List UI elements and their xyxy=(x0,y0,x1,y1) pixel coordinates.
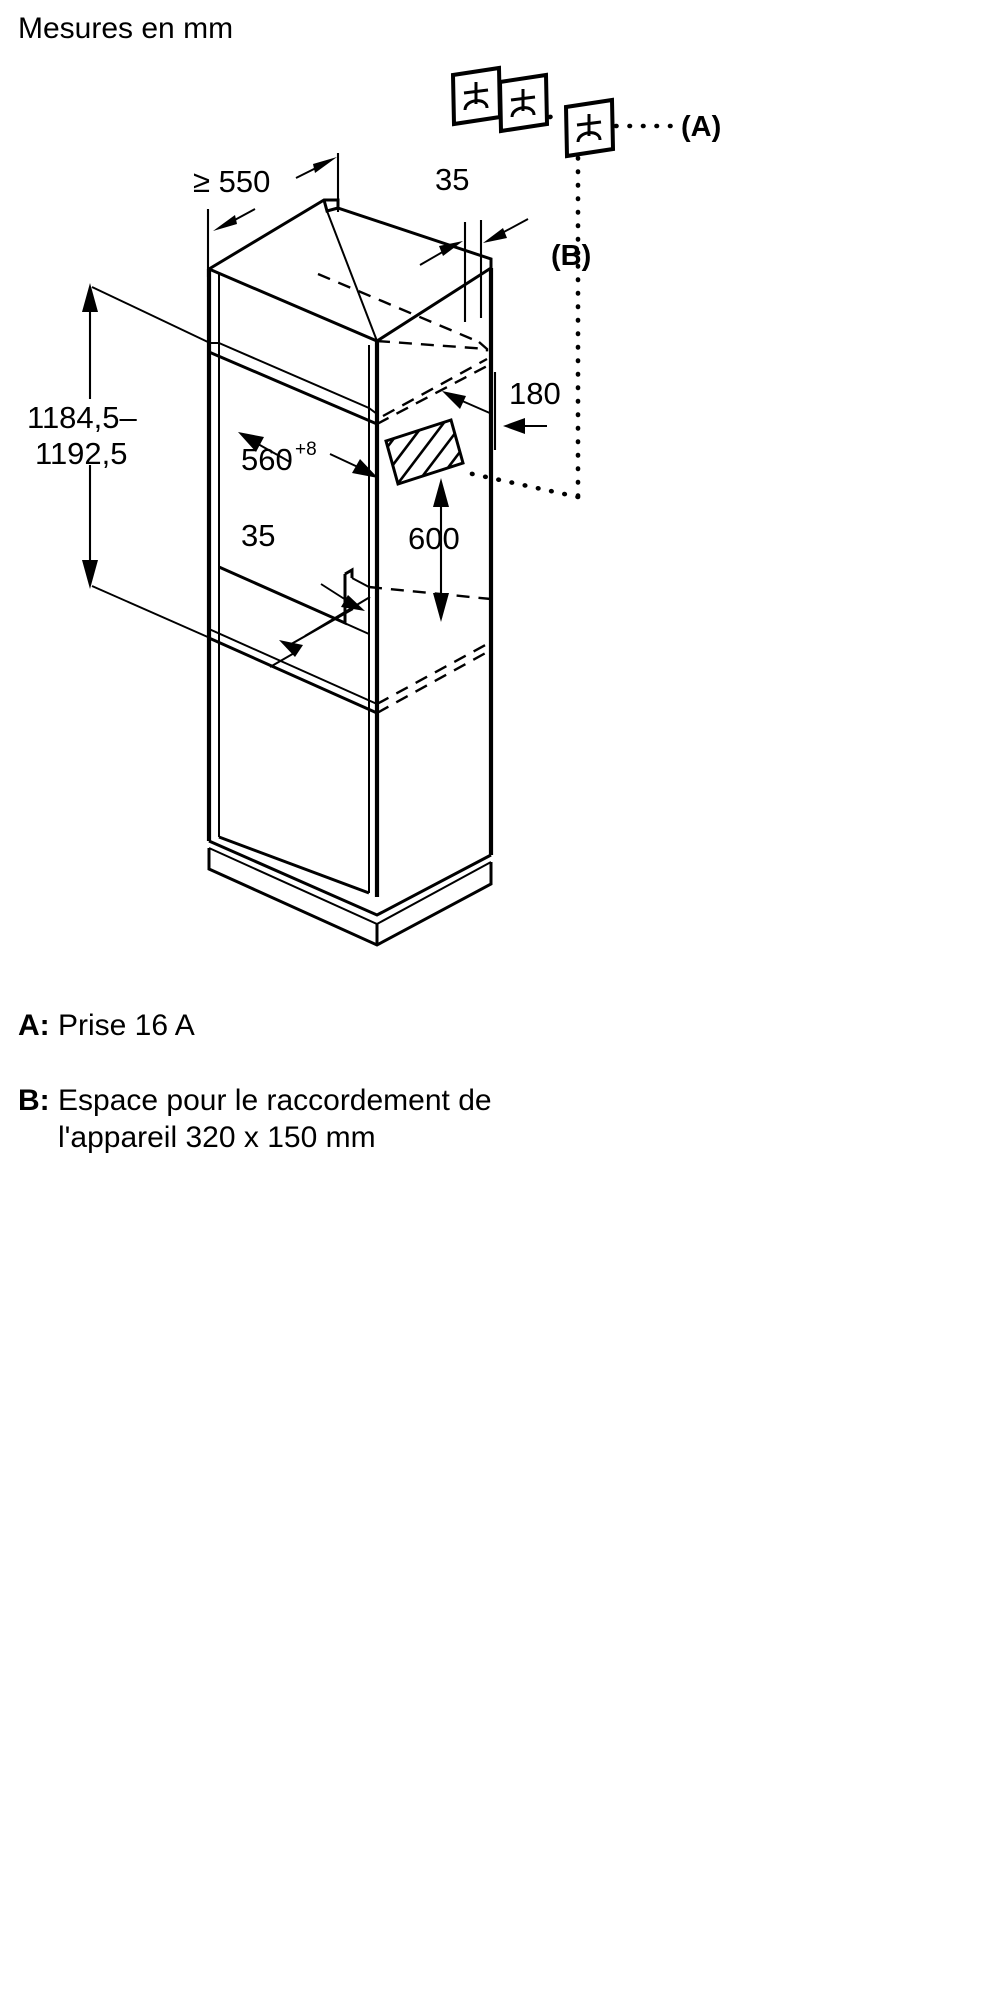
hidden-edge-upper-shelf xyxy=(382,357,488,418)
lower-back-bottom-edge xyxy=(218,835,370,895)
upper-shelf-right-thickness xyxy=(368,407,378,415)
upper-shelf-back-edge xyxy=(218,342,370,409)
dimension-label-560-superscript: +8 xyxy=(295,439,317,460)
dimension-width-560: 560 +8 xyxy=(238,432,378,478)
dimension-600: 600 xyxy=(408,478,460,622)
dimension-label-560: 560 xyxy=(241,442,293,477)
dimension-thickness-35-top: 35 xyxy=(419,162,529,322)
schuko-socket-icon-2 xyxy=(497,72,550,134)
cabinet-top-notch xyxy=(322,199,339,213)
middle-shelf-front-edge xyxy=(208,636,378,715)
dimension-label-35-mid: 35 xyxy=(241,518,275,553)
oven-base-support-link xyxy=(351,577,370,588)
dimension-label-height-line1: 1184,5– xyxy=(27,400,138,435)
oven-base-support-notch xyxy=(344,567,354,578)
hidden-edge-top-back xyxy=(317,272,480,344)
schuko-socket-icon-3 xyxy=(563,97,616,159)
schuko-socket-icon-1 xyxy=(450,65,503,127)
socket-symbol-group xyxy=(450,65,675,500)
cabinet-top-back-edge xyxy=(326,210,378,342)
dimension-180: 180 xyxy=(442,372,561,450)
hidden-edge-middle-shelf-1 xyxy=(376,641,490,706)
dimension-label-600: 600 xyxy=(408,521,460,556)
hidden-edge-middle-shelf-2 xyxy=(376,648,492,715)
cabinet-isometric-body xyxy=(206,198,494,947)
hidden-edge-upper-shelf-2 xyxy=(376,363,490,426)
dimension-label-height-line2: 1192,5 xyxy=(35,436,128,471)
hidden-edge-top-diag xyxy=(376,339,488,351)
plinth-outline xyxy=(207,848,493,947)
socket-link-dots xyxy=(547,111,565,120)
cabinet-bottom-front-edge xyxy=(208,839,492,917)
reference-label-b: (B) xyxy=(551,240,591,272)
oven-base-support xyxy=(218,565,347,626)
dimension-label-180: 180 xyxy=(509,376,561,411)
hidden-edge-top-right xyxy=(478,341,489,359)
dimension-thickness-35-mid: 35 xyxy=(241,518,371,668)
page-title: Mesures en mm xyxy=(18,12,233,45)
upper-shelf-front-edge xyxy=(208,350,379,427)
dimension-label-550: ≥ 550 xyxy=(193,164,270,199)
dimension-label-35-top: 35 xyxy=(435,162,469,197)
dimension-height-range: 1184,5– 1192,5 xyxy=(27,283,211,639)
hidden-edge-oven-base xyxy=(368,585,492,601)
connection-zone-b xyxy=(384,418,465,486)
reference-label-a: (A) xyxy=(681,111,721,143)
dimension-depth-550: ≥ 550 xyxy=(193,153,340,277)
middle-shelf-top-surface xyxy=(208,628,378,705)
callout-b-horizontal-dots xyxy=(465,470,581,500)
